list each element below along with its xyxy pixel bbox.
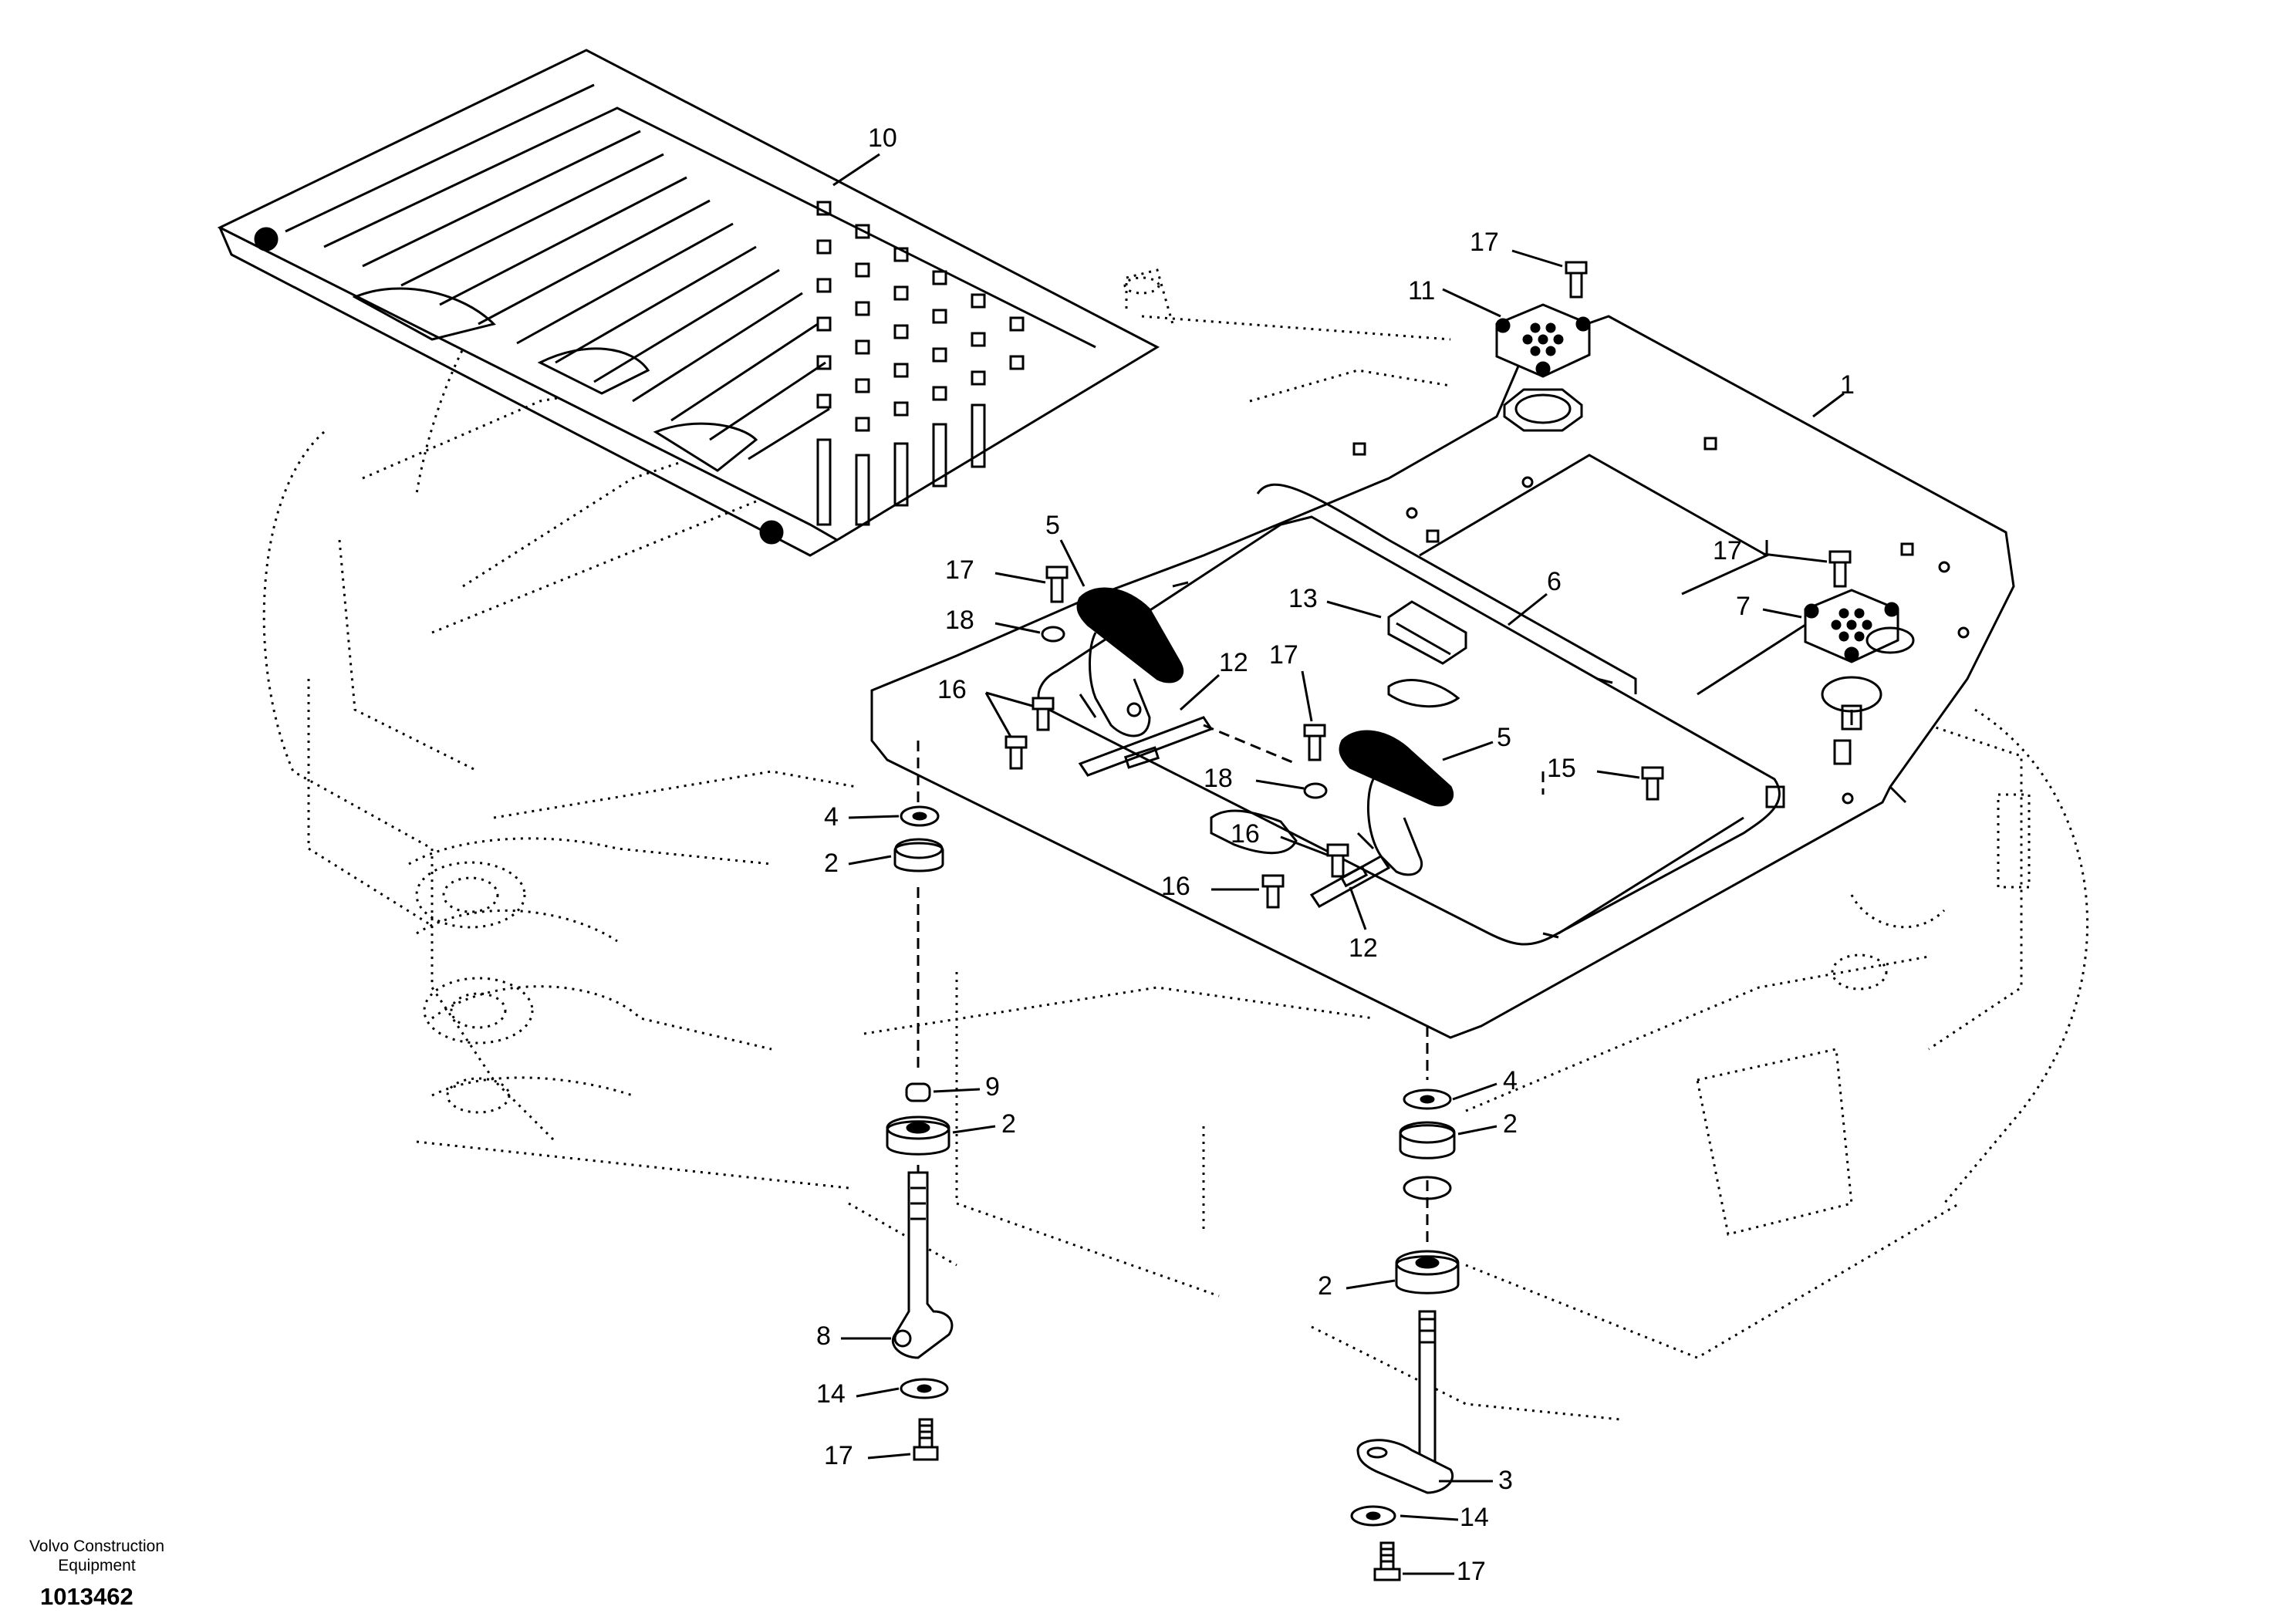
callout-2d: 2 <box>1318 1271 1396 1301</box>
callout-15-label: 15 <box>1547 754 1576 783</box>
callout-11: 11 <box>1408 276 1501 318</box>
callout-7: 7 <box>1736 592 1802 621</box>
callout-1-label: 1 <box>1840 370 1855 400</box>
floor-mat-grid <box>816 201 1025 526</box>
callout-7-label: 7 <box>1736 592 1751 621</box>
callout-17f-label: 17 <box>1457 1557 1486 1586</box>
callout-2a: 2 <box>824 849 892 878</box>
callout-17f: 17 <box>1403 1557 1486 1586</box>
callouts: 10 17 11 1 5 17 18 13 <box>816 123 1855 1586</box>
brand-line-2: Equipment <box>58 1557 136 1574</box>
callout-17a: 17 <box>1470 228 1563 268</box>
callout-16c: 16 <box>1161 872 1259 901</box>
callout-5a: 5 <box>1045 511 1086 587</box>
callout-2c-label: 2 <box>1503 1109 1518 1139</box>
floor-plate <box>870 315 2015 1039</box>
pedal-5-left <box>1076 587 1184 737</box>
callout-9: 9 <box>933 1072 1000 1102</box>
callout-5b: 5 <box>1442 723 1511 761</box>
switch-unit-7 <box>1804 589 1915 765</box>
mount-hardware <box>886 805 1460 1581</box>
callout-1: 1 <box>1812 370 1855 418</box>
callout-9-label: 9 <box>985 1072 1000 1102</box>
callout-17c-label: 17 <box>1713 536 1742 565</box>
callout-8-label: 8 <box>816 1321 831 1351</box>
callout-2c: 2 <box>1457 1109 1518 1139</box>
callout-17e: 17 <box>824 1441 911 1470</box>
brand-line-1: Volvo Construction <box>29 1537 165 1555</box>
callout-17b: 17 <box>945 555 1046 585</box>
callout-3-label: 3 <box>1498 1466 1513 1495</box>
callout-2d-label: 2 <box>1318 1271 1332 1301</box>
callout-17d: 17 <box>1269 640 1313 722</box>
callout-18b-label: 18 <box>1204 764 1233 793</box>
callout-10: 10 <box>832 123 897 187</box>
callout-17d-label: 17 <box>1269 640 1298 670</box>
callout-10-label: 10 <box>868 123 897 153</box>
callout-4b: 4 <box>1452 1066 1518 1101</box>
switch-unit-11 <box>1495 303 1591 432</box>
callout-4a: 4 <box>824 802 900 832</box>
callout-11-label: 11 <box>1408 276 1435 305</box>
callout-12b: 12 <box>1349 886 1378 963</box>
grommet-13 <box>1387 600 1467 708</box>
callout-17e-label: 17 <box>824 1441 853 1470</box>
callout-8: 8 <box>816 1321 891 1351</box>
callout-6: 6 <box>1508 567 1562 626</box>
callout-18a-label: 18 <box>945 606 974 635</box>
callout-16a-label: 16 <box>937 675 967 704</box>
callout-17c: 17 <box>1713 536 1828 565</box>
callout-16b-label: 16 <box>1231 819 1260 849</box>
callout-3: 3 <box>1439 1466 1513 1495</box>
callout-16c-label: 16 <box>1161 872 1190 901</box>
callout-4b-label: 4 <box>1503 1066 1518 1095</box>
callout-14b-label: 14 <box>1460 1503 1489 1532</box>
callout-5b-label: 5 <box>1497 723 1511 752</box>
callout-2b-label: 2 <box>1001 1109 1016 1139</box>
callout-17b-label: 17 <box>945 555 974 585</box>
brand-caption: Volvo Construction Equipment <box>14 1537 180 1575</box>
callout-2a-label: 2 <box>824 849 839 878</box>
callout-4a-label: 4 <box>824 802 839 832</box>
callout-16a: 16 <box>937 675 1033 737</box>
callout-6-label: 6 <box>1547 567 1562 596</box>
callout-12a-label: 12 <box>1219 648 1248 677</box>
callout-15: 15 <box>1547 754 1640 783</box>
callout-13: 13 <box>1288 584 1382 619</box>
callout-14a-label: 14 <box>816 1379 846 1409</box>
callout-18b: 18 <box>1204 764 1305 793</box>
callout-5a-label: 5 <box>1045 511 1060 540</box>
callout-18a: 18 <box>945 606 1041 635</box>
callout-13-label: 13 <box>1288 584 1318 613</box>
callout-12b-label: 12 <box>1349 933 1378 963</box>
floor-mat <box>217 49 1160 557</box>
callout-14a: 14 <box>816 1379 900 1409</box>
callout-17a-label: 17 <box>1470 228 1499 257</box>
callout-14b: 14 <box>1400 1503 1489 1532</box>
callout-12a: 12 <box>1179 648 1248 711</box>
document-number: 1013462 <box>40 1583 133 1610</box>
cover-plate <box>1037 515 1781 946</box>
callout-16b: 16 <box>1231 819 1328 856</box>
small-bolts <box>1004 261 1852 909</box>
callout-2b: 2 <box>952 1109 1016 1139</box>
